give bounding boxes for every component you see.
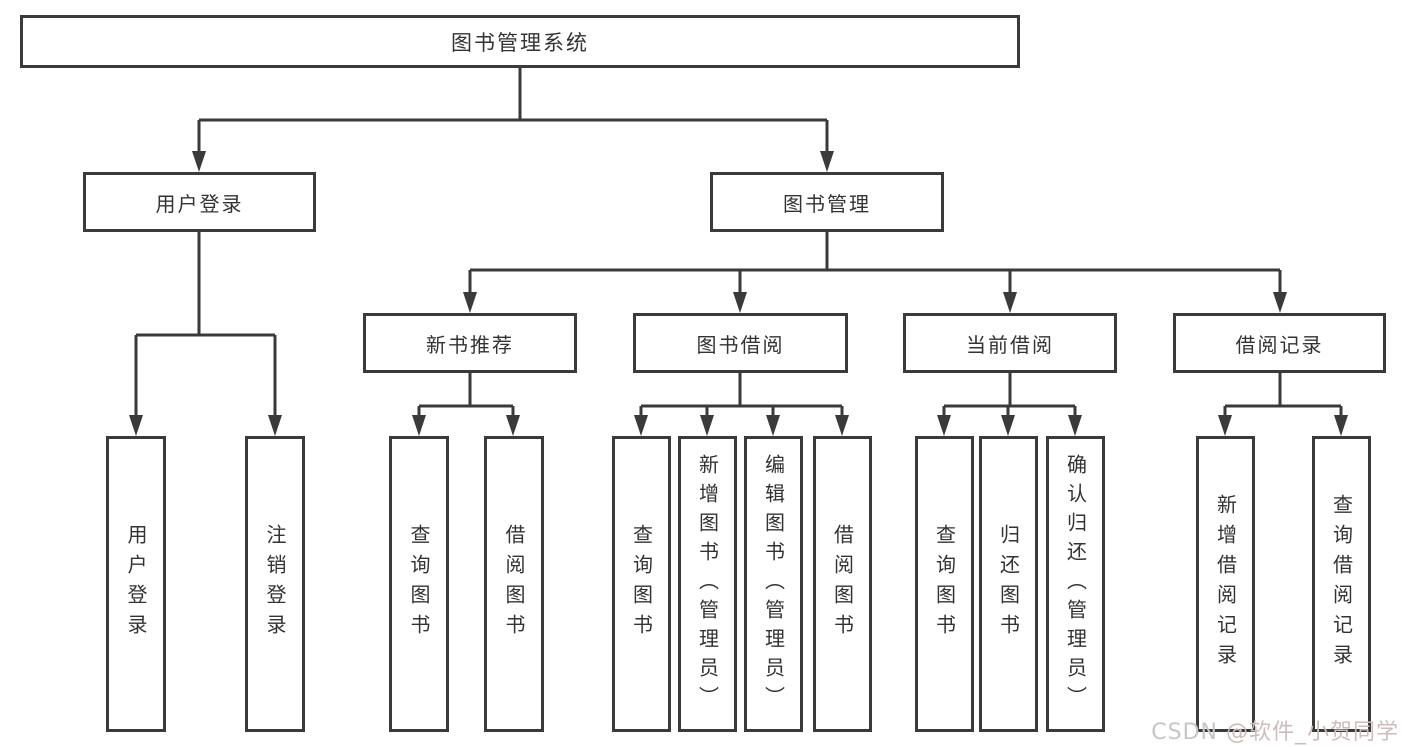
leaf-edit-book-admin: 编辑图书（管理员） — [744, 436, 803, 732]
watermark-brand: CSDN — [1151, 720, 1218, 745]
leaf-return-books: 归还图书 — [979, 436, 1038, 732]
node-label: 借阅记录 — [1235, 332, 1324, 357]
edge-newbook-to-leaves — [417, 373, 515, 418]
node-borrowing-records: 借阅记录 — [1173, 313, 1386, 373]
leaf-label: 新增图书（管理员） — [695, 453, 720, 715]
leaf-label: 查询图书 — [629, 524, 654, 644]
leaf-label: 编辑图书（管理员） — [761, 453, 786, 715]
leaf-label: 新增借阅记录 — [1213, 494, 1238, 674]
edge-records-to-leaves — [1223, 373, 1343, 418]
node-library-management-system: 图书管理系统 — [20, 15, 1020, 68]
leaf-label: 查询借阅记录 — [1329, 494, 1354, 674]
leaf-borrow-books: 借阅图书 — [813, 436, 872, 732]
node-book-borrowing: 图书借阅 — [633, 313, 848, 373]
leaf-label: 借阅图书 — [830, 524, 855, 644]
edge-bookmgmt-to-modules — [468, 232, 1282, 295]
node-label: 用户登录 — [155, 191, 244, 216]
leaf-query-books-borrow: 查询图书 — [612, 436, 671, 732]
leaf-confirm-return-admin: 确认归还（管理员） — [1046, 436, 1105, 732]
node-label: 新书推荐 — [426, 332, 514, 357]
leaf-label: 查询图书 — [407, 524, 431, 644]
leaf-query-books-recommend: 查询图书 — [389, 436, 449, 732]
csdn-watermark: CSDN @软件_小贺同学 — [1151, 714, 1399, 746]
leaf-label: 归还图书 — [996, 524, 1021, 644]
arrowheads — [129, 151, 1348, 436]
edge-borrow-to-leaves — [639, 373, 844, 418]
node-label: 当前借阅 — [966, 332, 1054, 357]
leaf-user-login: 用户登录 — [106, 436, 166, 732]
leaf-label: 注销登录 — [263, 524, 287, 644]
edge-userlogin-to-leaves — [134, 232, 277, 418]
leaf-add-borrow-record: 新增借阅记录 — [1196, 436, 1255, 732]
leaf-label: 查询图书 — [932, 524, 957, 644]
leaf-label: 确认归还（管理员） — [1063, 453, 1088, 715]
node-label: 图书管理 — [783, 191, 871, 216]
leaf-label: 用户登录 — [124, 524, 148, 644]
leaf-borrow-books-recommend: 借阅图书 — [484, 436, 544, 732]
edge-root-to-branches — [197, 68, 829, 154]
edge-current-to-leaves — [942, 373, 1077, 418]
leaf-query-books-current: 查询图书 — [915, 436, 974, 732]
node-label: 图书借阅 — [696, 332, 785, 357]
node-book-management: 图书管理 — [710, 172, 944, 232]
node-user-login: 用户登录 — [83, 172, 316, 232]
node-current-borrowing: 当前借阅 — [903, 313, 1117, 373]
leaf-label: 借阅图书 — [502, 524, 526, 644]
node-label: 图书管理系统 — [451, 30, 589, 55]
leaf-add-book-admin: 新增图书（管理员） — [678, 436, 737, 732]
leaf-logout: 注销登录 — [245, 436, 305, 732]
watermark-username: @软件_小贺同学 — [1225, 720, 1399, 745]
node-new-book-recommendation: 新书推荐 — [363, 313, 577, 373]
leaf-query-borrow-record: 查询借阅记录 — [1312, 436, 1371, 732]
